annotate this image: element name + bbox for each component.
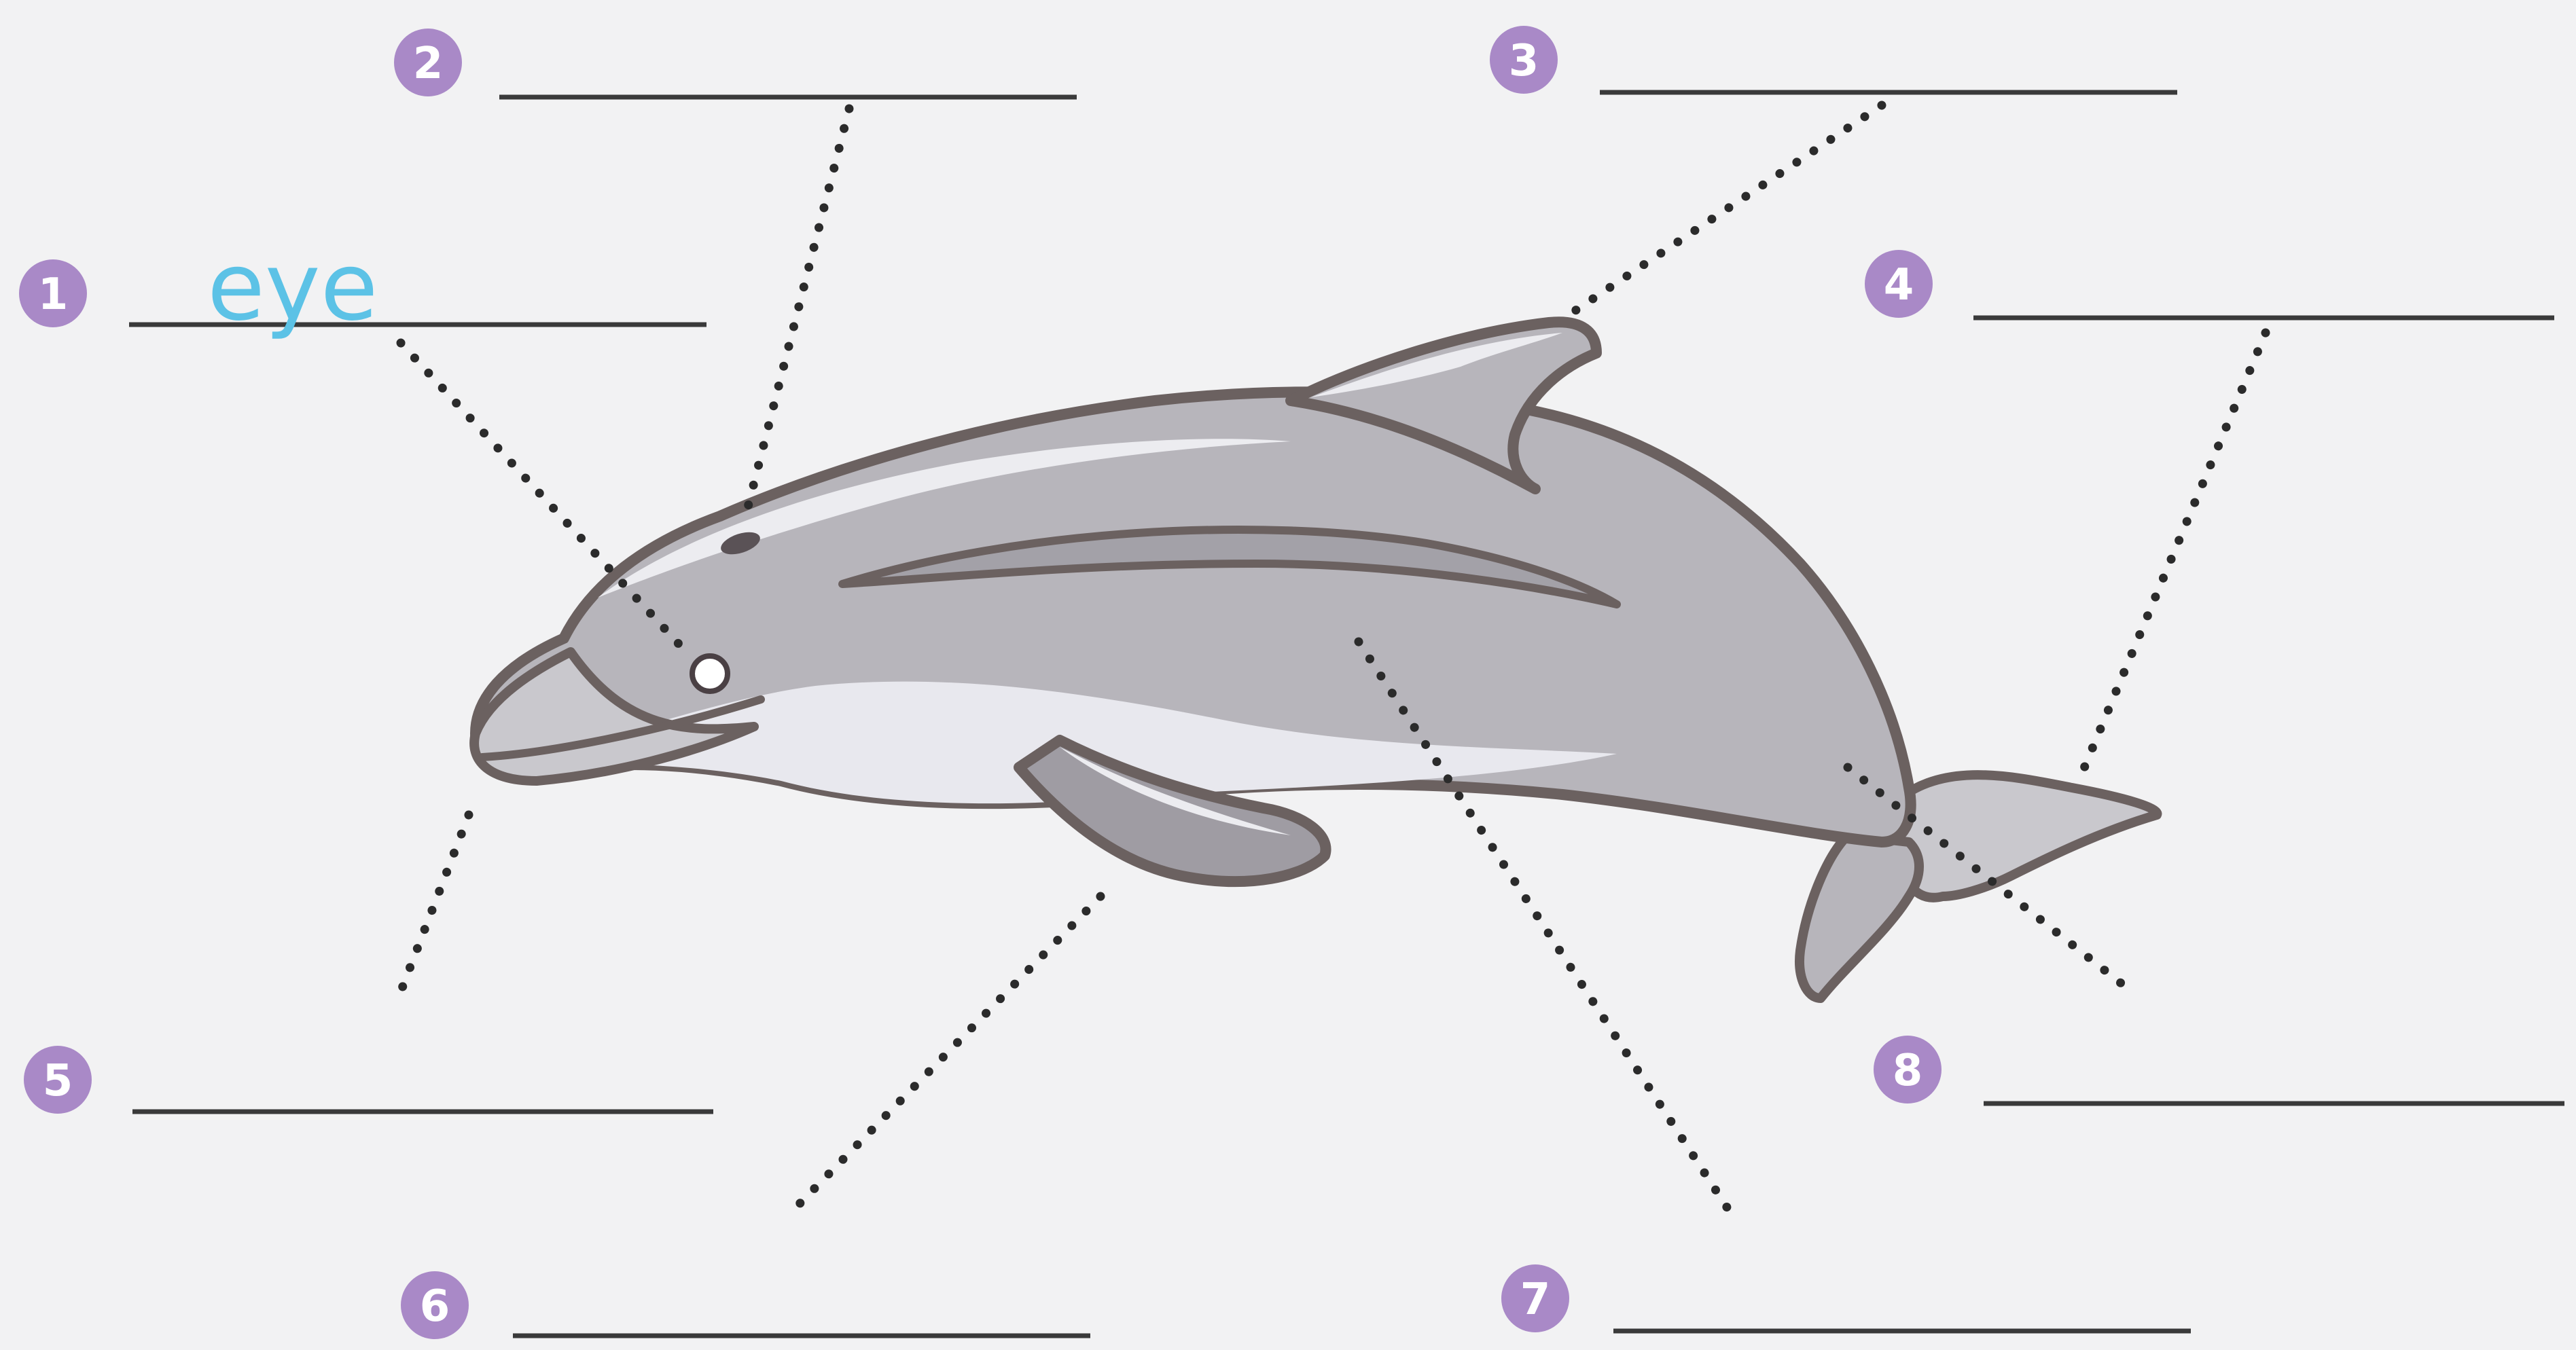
number-badge-label: 3 bbox=[1509, 36, 1539, 86]
number-badge-label: 5 bbox=[43, 1056, 73, 1106]
number-badge-label: 4 bbox=[1884, 260, 1914, 310]
number-badge-label: 2 bbox=[413, 39, 444, 89]
number-badge-label: 7 bbox=[1520, 1275, 1551, 1325]
number-badge-label: 1 bbox=[38, 270, 69, 320]
answer-text: eye bbox=[207, 232, 378, 342]
dolphin-pupil bbox=[702, 666, 717, 681]
number-badge-label: 8 bbox=[1893, 1046, 1923, 1096]
number-badge-label: 6 bbox=[420, 1281, 450, 1332]
